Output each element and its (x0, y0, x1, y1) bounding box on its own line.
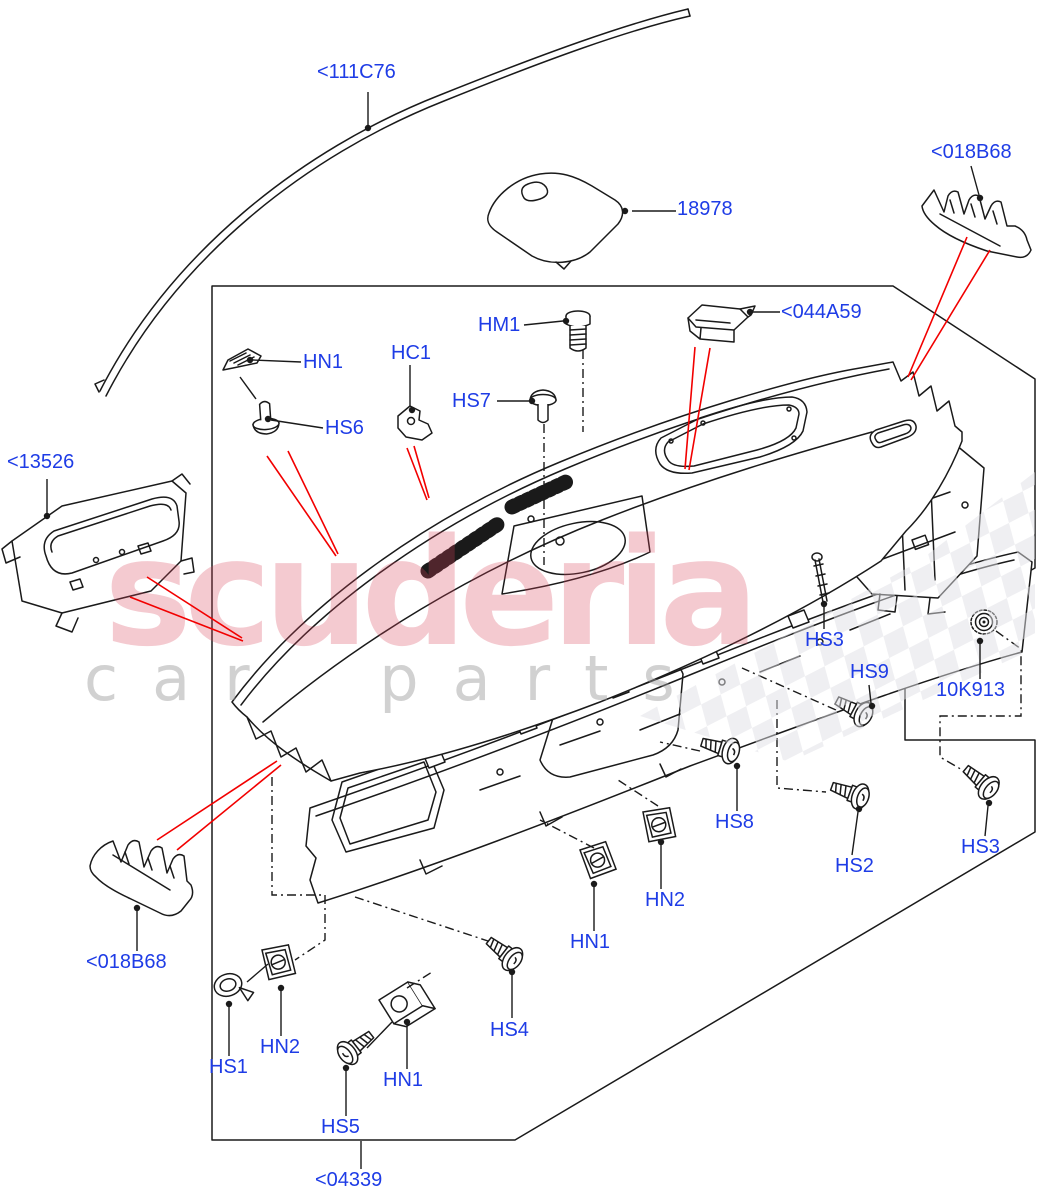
part-label-HS2[interactable]: HS2 (835, 855, 874, 877)
part-label-HN1-top[interactable]: HN1 (303, 351, 344, 373)
windshield-trim-strip (94, 8, 691, 397)
passenger-airbag-module (1, 473, 195, 633)
red-leader-lines (129, 236, 991, 851)
clip-hn1-top-icon (222, 348, 262, 371)
bolt-hm1-icon (565, 310, 591, 352)
watermark-brand-text: scuderia (104, 507, 751, 679)
pin-hs1-icon (213, 972, 255, 1002)
part-label-HS3-a[interactable]: HS3 (805, 629, 844, 651)
part-label-13526[interactable]: <13526 (7, 451, 75, 473)
screw-hs3-long-icon (811, 552, 830, 603)
speaker-cover (486, 172, 624, 270)
part-label-044A59[interactable]: <044A59 (781, 301, 862, 323)
clip-hc1-icon (397, 405, 433, 441)
screw-hs2-icon (826, 773, 874, 813)
watermark: scuderia car parts (84, 472, 1035, 762)
part-label-HN2-bot[interactable]: HN2 (260, 1036, 301, 1058)
part-label-HC1[interactable]: HC1 (391, 342, 432, 364)
part-label-HS6[interactable]: HS6 (325, 417, 364, 439)
instrument-panel-top (231, 361, 963, 782)
clipnut-hn2-bot-icon (259, 942, 299, 983)
part-label-HS1[interactable]: HS1 (209, 1056, 248, 1078)
part-label-HS5[interactable]: HS5 (321, 1116, 360, 1138)
part-label-HS8[interactable]: HS8 (715, 811, 754, 833)
part-label-18978[interactable]: 18978 (677, 198, 733, 220)
part-label-HM1[interactable]: HM1 (478, 314, 521, 336)
part-label-04339[interactable]: <04339 (315, 1169, 383, 1191)
part-label-HS7[interactable]: HS7 (452, 390, 491, 412)
end-bracket-bottom-left (89, 839, 194, 917)
part-label-018B68-bl[interactable]: <018B68 (86, 951, 167, 973)
part-label-HN2-mid[interactable]: HN2 (645, 889, 686, 911)
end-bracket-top-right (921, 189, 1032, 259)
screw-hs4-icon (480, 929, 528, 976)
assembly-boundary-box (211, 285, 1036, 1141)
label-leader-lines (43, 92, 993, 1169)
part-label-111C76[interactable]: <111C76 (317, 61, 396, 83)
watermark-subtitle-text: car parts (84, 642, 709, 715)
pushpin-hs7-icon (529, 389, 557, 424)
checkered-flag-watermark (640, 472, 1035, 762)
clipnut-hn1-mid-icon (578, 840, 618, 880)
part-label-HS9[interactable]: HS9 (850, 661, 889, 683)
screw-hs3-b-icon (956, 757, 1005, 805)
clipnut-hn2-mid-icon (639, 804, 680, 846)
screw-hs5-icon (332, 1023, 380, 1070)
part-label-HN1-bot[interactable]: HN1 (383, 1069, 424, 1091)
part-label-10K913[interactable]: 10K913 (936, 679, 1005, 701)
part-label-HN1-mid[interactable]: HN1 (570, 931, 611, 953)
module-044A59-art (687, 304, 756, 343)
leader-dots (43, 124, 993, 1072)
part-label-HS3-b[interactable]: HS3 (961, 836, 1000, 858)
part-label-018B68-tr[interactable]: <018B68 (931, 141, 1012, 163)
part-label-HS4[interactable]: HS4 (490, 1019, 529, 1041)
